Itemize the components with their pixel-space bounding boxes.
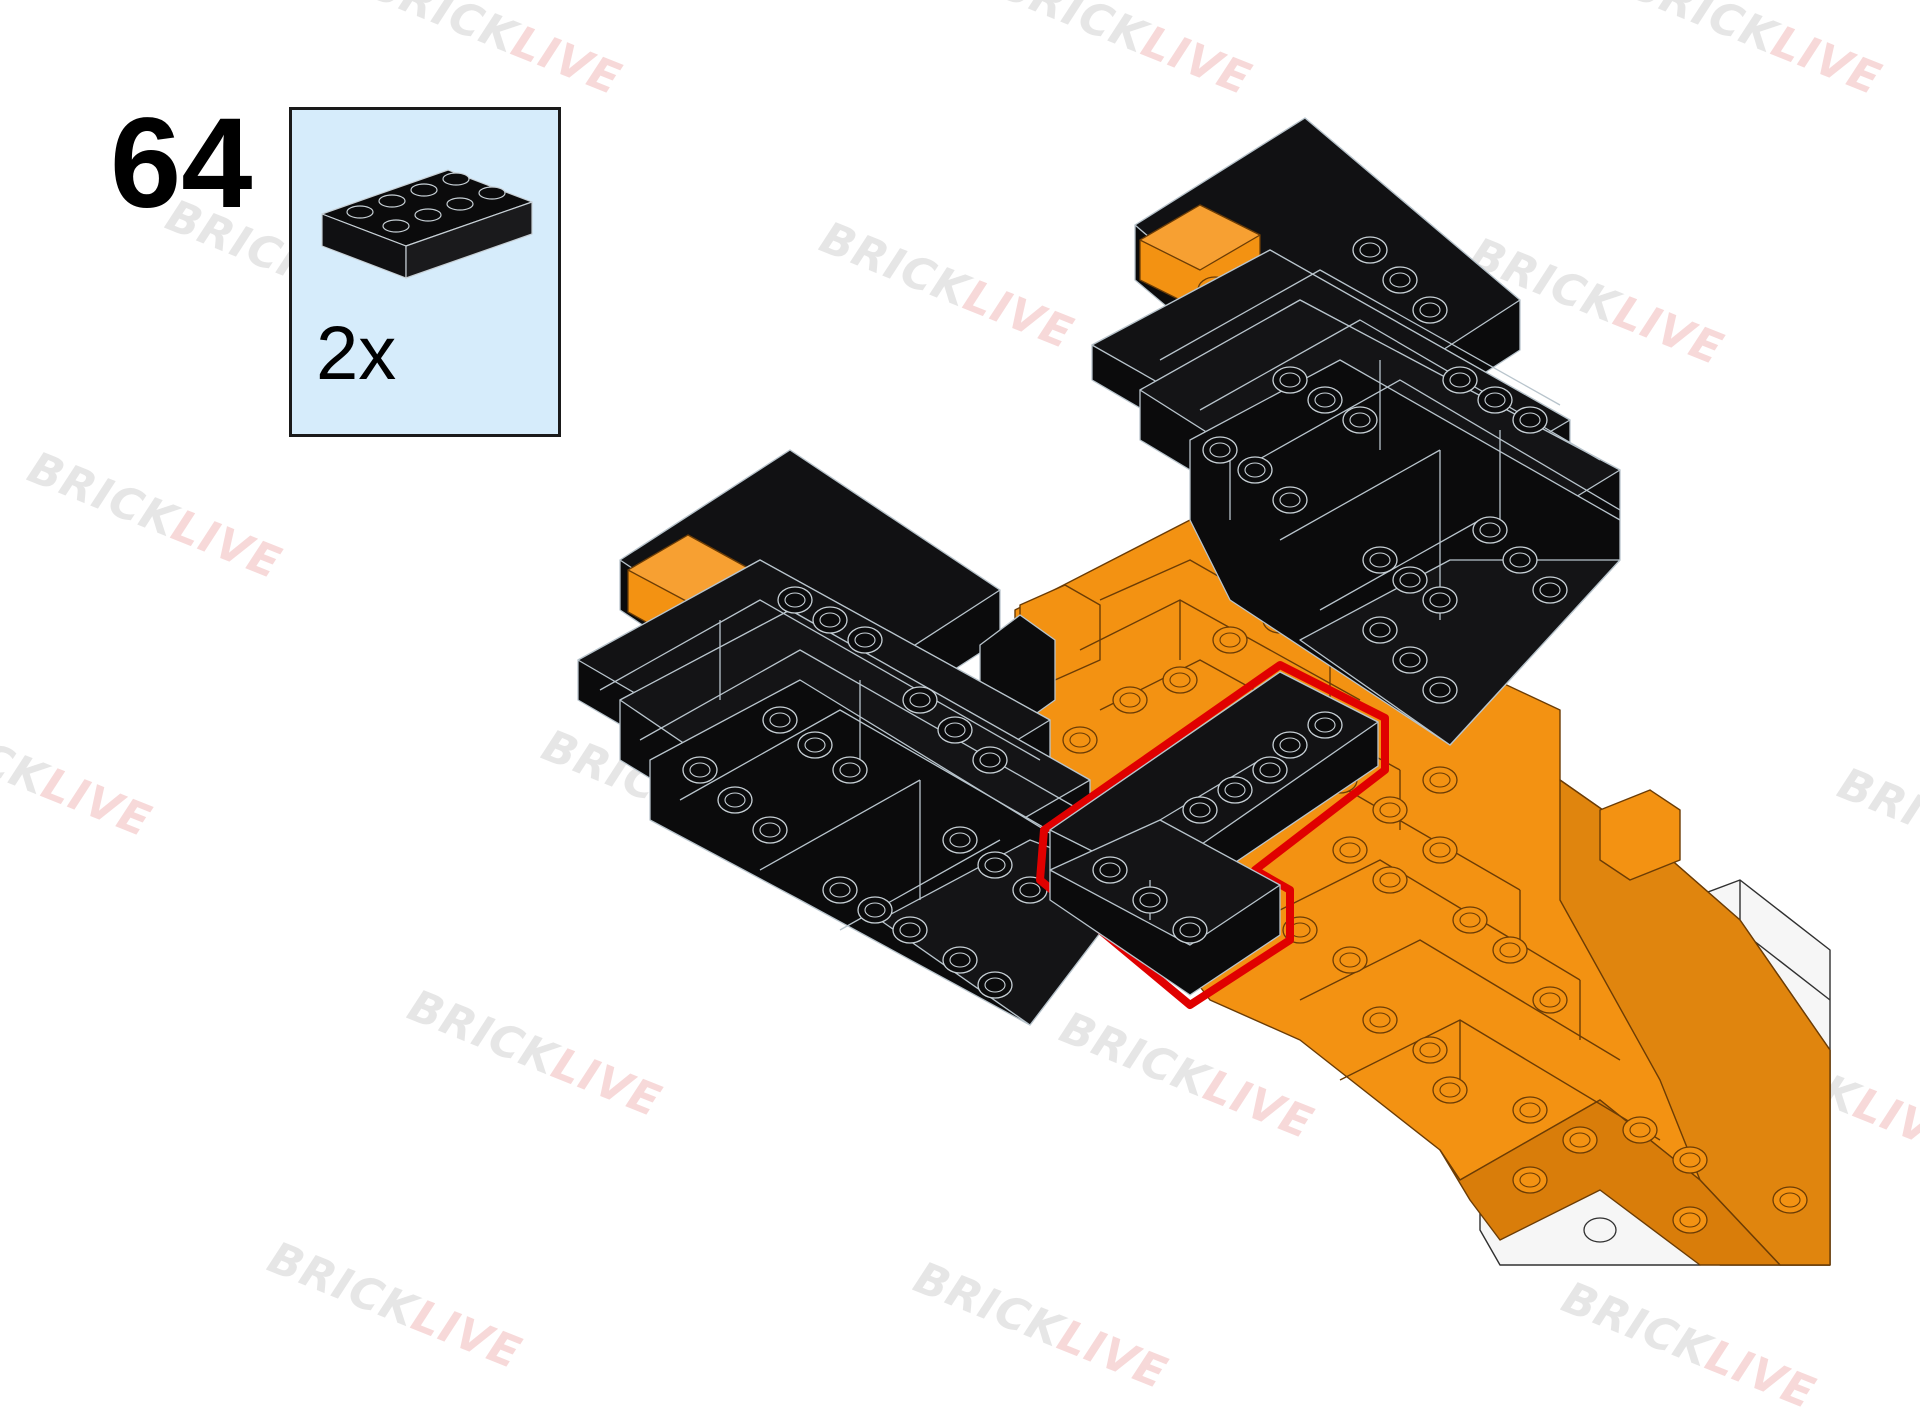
black-wing-right [1091,117,1621,746]
part-quantity: 2x [316,311,397,396]
new-part-highlight [1036,661,1389,1009]
assembly-illustration [577,117,1831,1266]
brick-2x4-part-icon [321,169,533,279]
black-wing-left [577,449,1111,1026]
parts-callout: 2x [289,107,561,437]
step-number: 64 [110,92,253,235]
